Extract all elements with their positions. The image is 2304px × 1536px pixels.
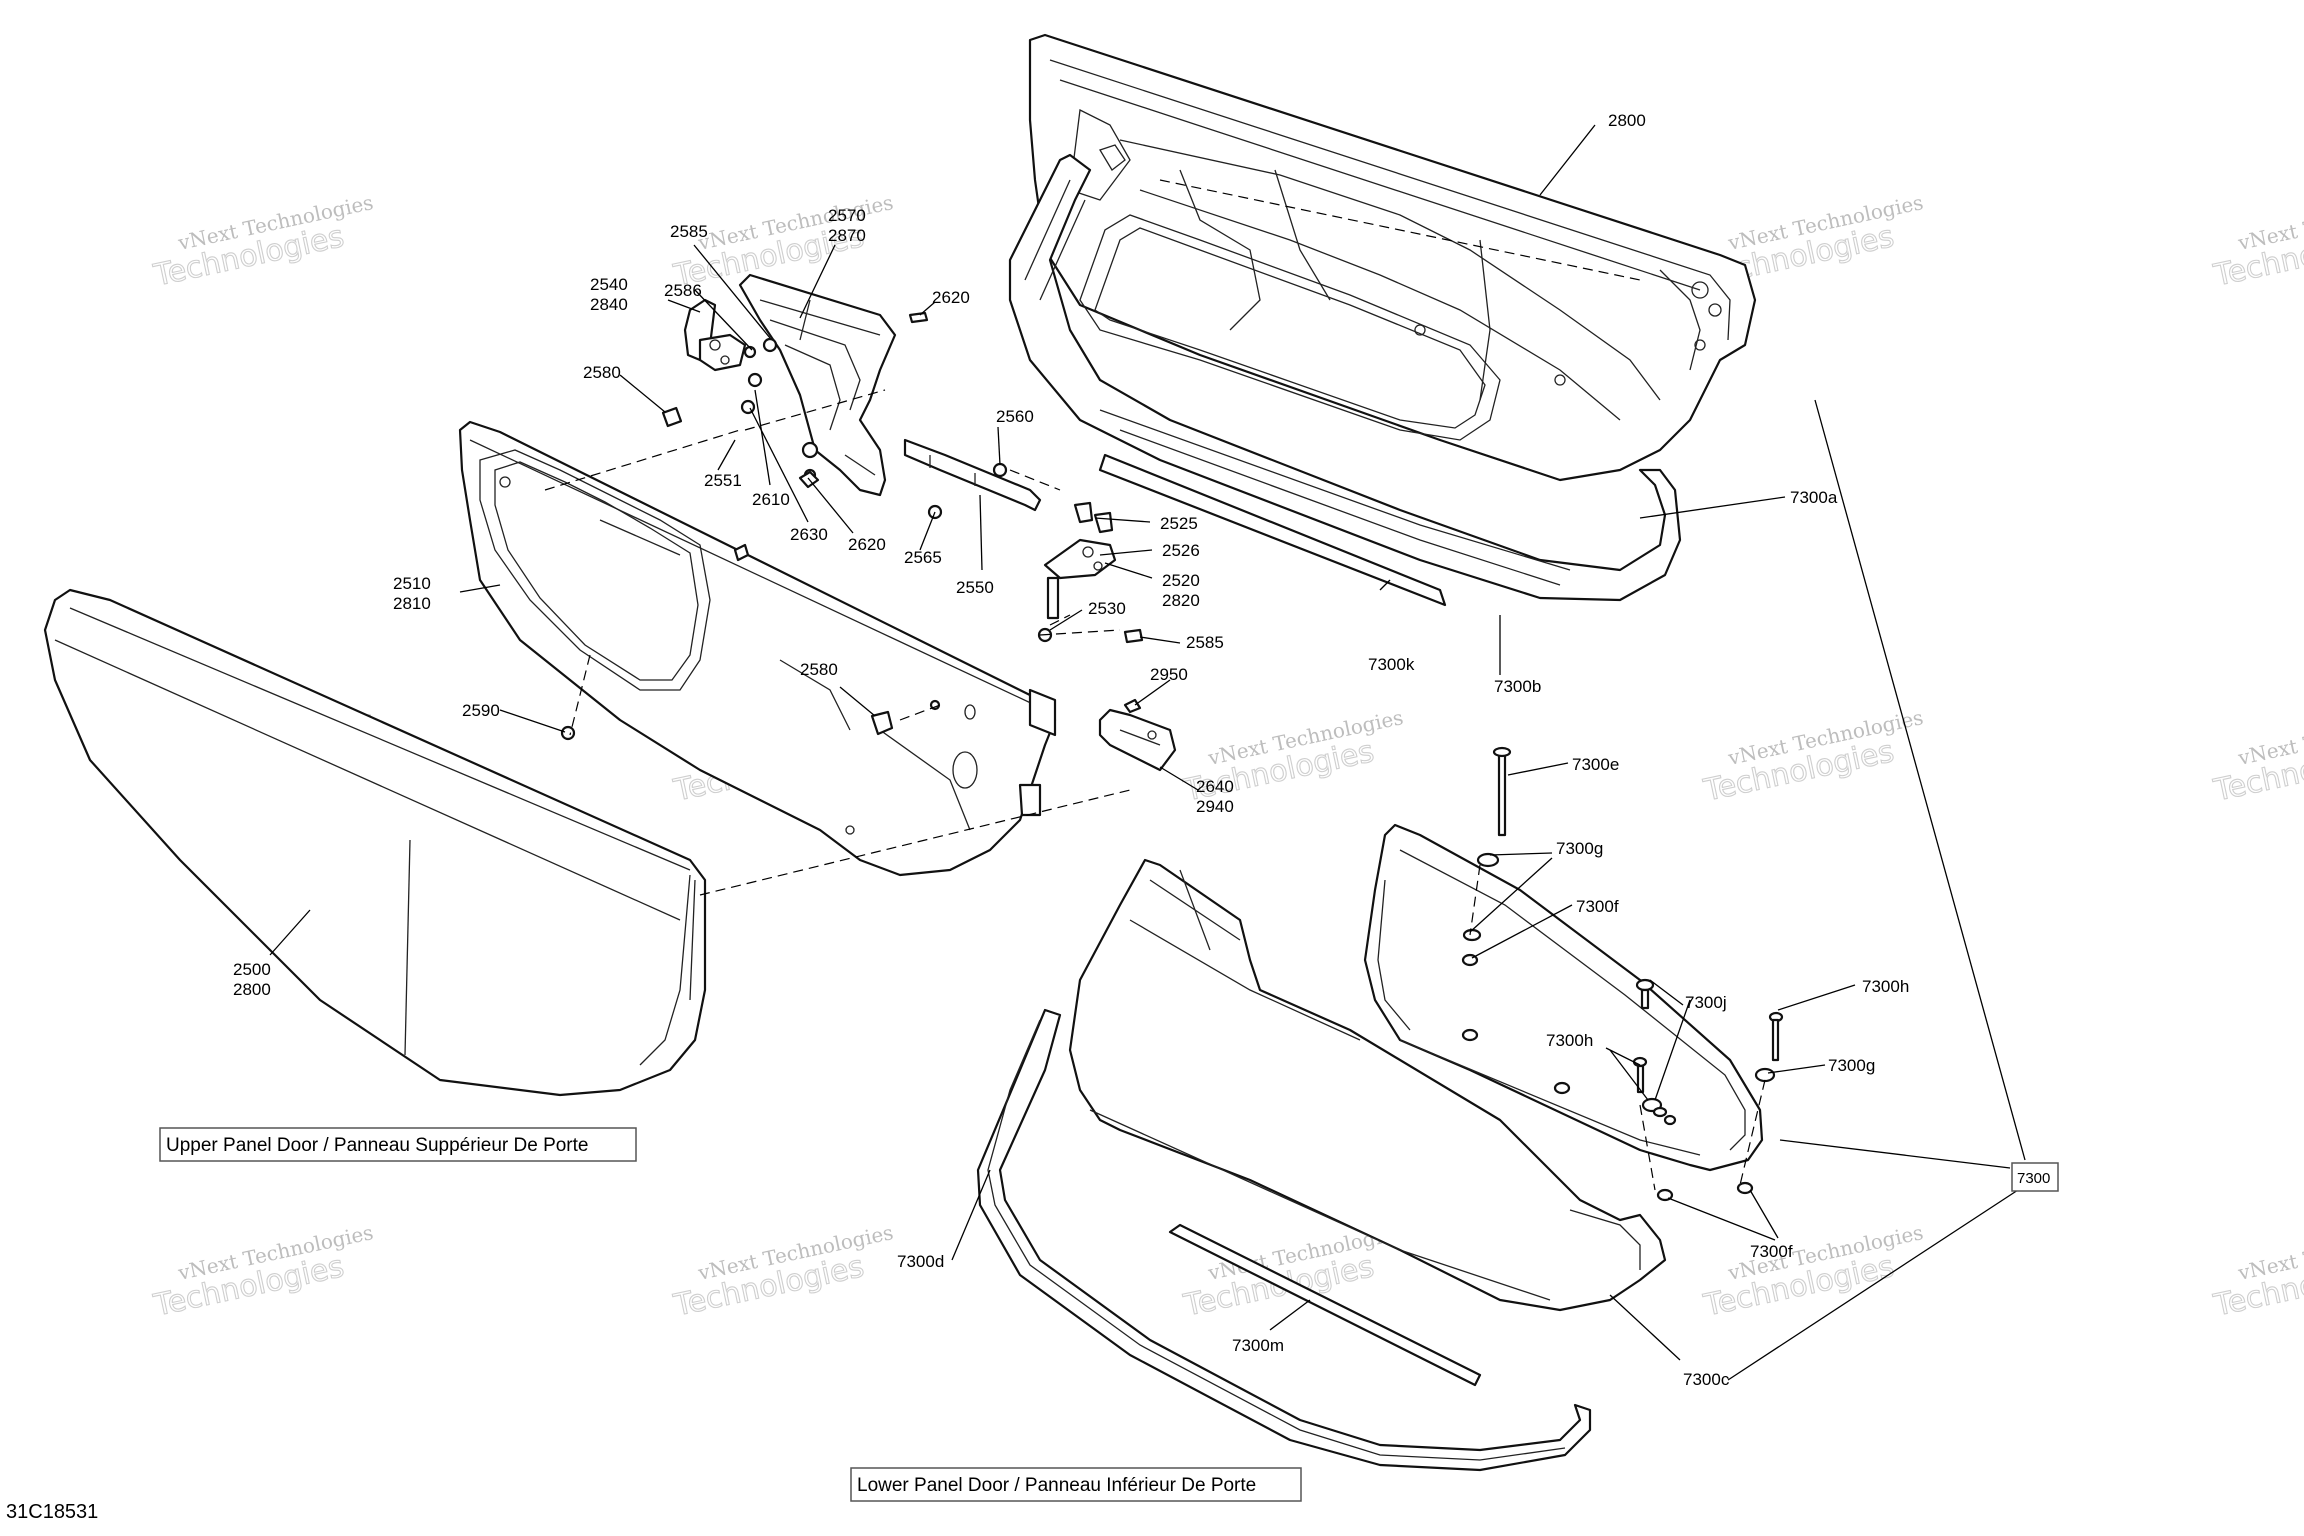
label-2540: 2540 — [590, 275, 628, 294]
upper-tube-frame-7300a — [1008, 153, 1682, 602]
outer-panel-2500 — [43, 588, 707, 1097]
label-7300d: 7300d — [897, 1252, 944, 1271]
trim-strip-7300m — [1168, 1223, 1482, 1387]
label-2870: 2870 — [828, 226, 866, 245]
label-7300h: 7300h — [1546, 1031, 1593, 1050]
mounting-bracket-2570 — [738, 273, 897, 497]
label-2565: 2565 — [904, 548, 942, 567]
label-7300f: 7300f — [1750, 1242, 1793, 1261]
label-2560: 2560 — [996, 407, 1034, 426]
label-7300f: 7300f — [1576, 897, 1619, 916]
lower-tube-frame-7300 — [1363, 823, 1764, 1172]
caption-lower-text: Lower Panel Door / Panneau Inférieur De … — [857, 1475, 1256, 1496]
watermark: vNext Technologies Technologies — [2210, 190, 2304, 294]
watermark: vNext Technologies Technologies — [2210, 1220, 2304, 1324]
label-2520: 2520 — [1162, 571, 1200, 590]
label-7300m: 7300m — [1232, 1336, 1284, 1355]
watermark: vNext Technologies Technologies — [670, 1220, 896, 1324]
label-2570: 2570 — [828, 206, 866, 225]
label-2551: 2551 — [704, 471, 742, 490]
watermark: vNext Technologies Technologies — [150, 190, 376, 294]
label-2580: 2580 — [583, 363, 621, 382]
label-2820: 2820 — [1162, 591, 1200, 610]
fasteners-bracket — [740, 311, 1008, 520]
label-7300g: 7300g — [1828, 1056, 1875, 1075]
bracket-2640 — [1098, 698, 1177, 772]
caption-upper-text: Upper Panel Door / Panneau Suppérieur De… — [166, 1135, 588, 1156]
label-2610: 2610 — [752, 490, 790, 509]
label-2640: 2640 — [1196, 777, 1234, 796]
latch-2540 — [661, 298, 747, 428]
label-2525: 2525 — [1160, 514, 1198, 533]
label-2840: 2840 — [590, 295, 628, 314]
label-7300g: 7300g — [1556, 839, 1603, 858]
label-2500: 2500 — [233, 960, 271, 979]
label-2590: 2590 — [462, 701, 500, 720]
seal-7300d — [976, 1008, 1592, 1472]
watermark: vNext Technologies Technologies — [670, 190, 896, 294]
label-2940: 2940 — [1196, 797, 1234, 816]
watermark: vNext Technologies Technologies — [150, 1220, 376, 1324]
label-7300e: 7300e — [1572, 755, 1619, 774]
label-2550: 2550 — [956, 578, 994, 597]
label-7300b: 7300b — [1494, 677, 1541, 696]
label-7300: 7300 — [2017, 1170, 2050, 1187]
label-2530: 2530 — [1088, 599, 1126, 618]
watermark: vNext Technologies Technologies — [1700, 705, 1926, 809]
label-2510: 2510 — [393, 574, 431, 593]
label-7300a: 7300a — [1790, 488, 1838, 507]
lower-panel-7300c — [1068, 858, 1667, 1312]
hinge-bracket-2520 — [1037, 501, 1144, 644]
caption-upper: Upper Panel Door / Panneau Suppérieur De… — [159, 1127, 637, 1162]
leader-lines — [269, 124, 2026, 1381]
label-2800: 2800 — [1608, 111, 1646, 130]
diagram-id: 31C18531 — [6, 1501, 98, 1523]
label-2585: 2585 — [670, 222, 708, 241]
label-2620: 2620 — [848, 535, 886, 554]
fasteners-lower — [1461, 746, 1784, 1202]
label-2585: 2585 — [1186, 633, 1224, 652]
label-2526: 2526 — [1162, 541, 1200, 560]
label-2810: 2810 — [393, 594, 431, 613]
caption-lower: Lower Panel Door / Panneau Inférieur De … — [850, 1467, 1302, 1502]
strap-2550 — [903, 438, 1042, 512]
label-2586: 2586 — [664, 281, 702, 300]
label-7300c: 7300c — [1683, 1370, 1730, 1389]
label-7300j: 7300j — [1685, 993, 1727, 1012]
label-2950: 2950 — [1150, 665, 1188, 684]
label-2620: 2620 — [932, 288, 970, 307]
fasteners-panel — [560, 699, 941, 741]
lower-rail-7300k — [1098, 453, 1447, 607]
label-7300-box: 7300 — [2011, 1162, 2059, 1192]
label-2630: 2630 — [790, 525, 828, 544]
label-7300h: 7300h — [1862, 977, 1909, 996]
part-labels: 2800 2585 2570 2870 2586 2540 2840 2580 … — [233, 111, 1909, 1389]
watermark: vNext Technologies Technologies — [1700, 1220, 1926, 1324]
watermark: vNext Technologies Technologies — [2210, 705, 2304, 809]
assembly-lines — [544, 179, 1766, 1191]
label-7300k: 7300k — [1368, 655, 1415, 674]
label-2800: 2800 — [233, 980, 271, 999]
label-2580: 2580 — [800, 660, 838, 679]
